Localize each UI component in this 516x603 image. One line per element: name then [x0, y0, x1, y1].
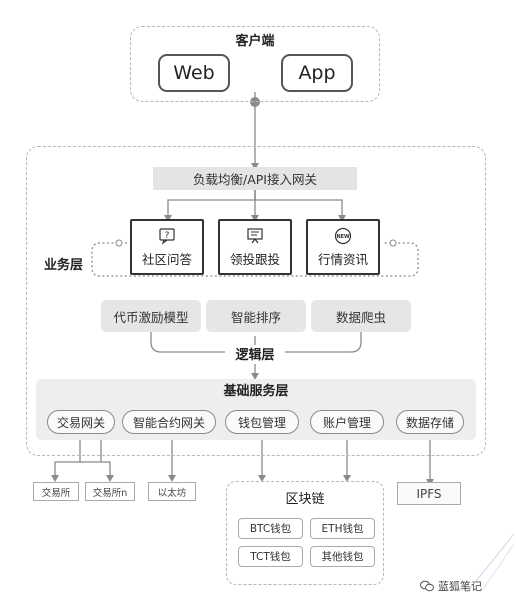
- gateway-bar: 负载均衡/API接入网关: [153, 167, 357, 190]
- biz-label: 社区问答: [141, 251, 192, 267]
- app-client[interactable]: App: [281, 54, 353, 92]
- bracket-dot-left: [115, 239, 123, 247]
- blockchain-box: [226, 481, 384, 585]
- service-data-storage[interactable]: 数据存储: [396, 410, 464, 434]
- chart-board-icon: [247, 227, 263, 243]
- wallet-tct[interactable]: TCT钱包: [238, 546, 303, 567]
- service-contract-gateway[interactable]: 智能合约网关: [122, 410, 216, 434]
- platform-container: [26, 146, 486, 456]
- logic-bracket-left: [150, 332, 237, 353]
- bracket-dot-right: [389, 239, 397, 247]
- svg-text:NEW: NEW: [336, 234, 350, 240]
- watermark-decoration: [469, 533, 515, 591]
- logic-bracket-right: [275, 332, 362, 353]
- biz-qa[interactable]: ? 社区问答: [130, 219, 204, 275]
- watermark-text: 蓝狐笔记: [438, 580, 482, 593]
- service-trade-gateway[interactable]: 交易网关: [47, 410, 115, 434]
- biz-invest[interactable]: 领投跟投: [218, 219, 292, 275]
- service-wallet-management[interactable]: 钱包管理: [225, 410, 299, 434]
- biz-label: 领投跟投: [229, 251, 280, 267]
- svg-text:?: ?: [165, 231, 170, 241]
- exchange-1[interactable]: 交易所: [33, 482, 79, 501]
- wallet-other[interactable]: 其他钱包: [310, 546, 375, 567]
- web-client[interactable]: Web: [158, 54, 230, 92]
- logic-token-incentive[interactable]: 代币激励模型: [101, 300, 201, 332]
- logic-layer-label: 逻辑层: [225, 345, 285, 363]
- blockchain-title: 区块链: [285, 491, 325, 507]
- client-dot: [250, 97, 260, 107]
- biz-news[interactable]: NEW 行情资讯: [306, 219, 380, 275]
- logic-crawler[interactable]: 数据爬虫: [311, 300, 411, 332]
- client-box: [130, 26, 380, 102]
- business-layer-label: 业务层: [44, 258, 84, 273]
- wallet-eth[interactable]: ETH钱包: [310, 518, 375, 539]
- ipfs-node[interactable]: IPFS: [397, 482, 461, 505]
- base-services-title: 基础服务层: [223, 383, 289, 399]
- service-account-management[interactable]: 账户管理: [310, 410, 384, 434]
- new-badge-icon: NEW: [334, 227, 352, 244]
- gateway-to-news-line: [254, 190, 343, 218]
- biz-label: 行情资讯: [317, 251, 368, 267]
- logic-smart-sort[interactable]: 智能排序: [206, 300, 306, 332]
- question-bubble-icon: ?: [159, 227, 175, 245]
- client-title: 客户端: [235, 33, 275, 49]
- ethereum-node[interactable]: 以太坊: [148, 482, 196, 501]
- watermark: 蓝狐笔记: [420, 578, 482, 594]
- exchange-n[interactable]: 交易所n: [85, 482, 135, 501]
- wechat-icon: [420, 580, 434, 592]
- wallet-btc[interactable]: BTC钱包: [238, 518, 303, 539]
